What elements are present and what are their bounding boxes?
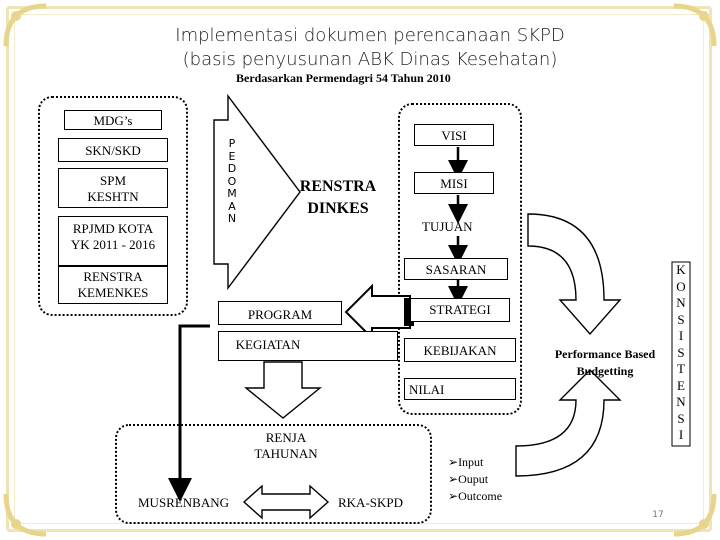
misi-box: MISI xyxy=(414,172,494,194)
visi-box: VISI xyxy=(414,124,494,146)
decorative-frame xyxy=(6,6,712,532)
corner-ornament-icon xyxy=(673,3,717,47)
renstra-dinkes-label: RENSTRA DINKES xyxy=(299,178,377,217)
nilai-box: NILAI xyxy=(404,378,516,400)
performance-based-budgetting-label: Performance Based Budgetting xyxy=(554,347,656,378)
musrenbang-label: MUSRENBANG xyxy=(138,495,230,510)
list-item: ➢Outcome xyxy=(448,489,503,503)
kegiatan-to-renja-arrow xyxy=(244,361,322,419)
corner-ornament-icon xyxy=(3,493,47,537)
pedoman-arrow xyxy=(213,93,301,291)
renja-tahunan-label: RENJA TAHUNAN xyxy=(254,430,318,461)
list-item: ➢Ouput xyxy=(448,472,489,486)
page-number: 17 xyxy=(652,510,664,520)
curve-arrow-down xyxy=(527,213,622,336)
rpjmd-box: RPJMD KOTA YK 2011 - 2016 xyxy=(58,216,168,266)
program-box: PROGRAM xyxy=(218,301,342,325)
sasaran-box: SASARAN xyxy=(404,258,508,280)
kegiatan-box: KEGIATAN xyxy=(218,331,398,361)
page-title-line2: (basis penyusunan ABK Dinas Kesehatan) xyxy=(182,49,558,70)
right-planning-group xyxy=(398,103,522,415)
page-title: Implementasi dokumen perencanaan SKPD xyxy=(175,25,565,46)
musrenbang-rka-double-arrow xyxy=(242,484,330,520)
renstra-kemenkes-box: RENSTRA KEMENKES xyxy=(58,266,168,304)
list-item: ➢Input xyxy=(448,455,484,469)
left-source-group xyxy=(38,96,188,316)
strategi-to-program-arrow xyxy=(344,283,411,341)
corner-ornament-icon xyxy=(3,3,47,47)
mdgs-box: MDG’s xyxy=(64,110,162,130)
curve-arrow-up xyxy=(515,369,622,477)
corner-ornament-icon xyxy=(673,493,717,537)
bottom-budget-group xyxy=(115,424,432,524)
strategi-box: STRATEGI xyxy=(410,298,510,322)
tujuan-label: TUJUAN xyxy=(422,219,473,234)
output-list: ➢Input ➢Ouput ➢Outcome xyxy=(448,454,528,505)
kebijakan-box: KEBIJAKAN xyxy=(404,338,516,362)
rka-skpd-label: RKA-SKPD xyxy=(338,495,404,510)
page-subtitle: Berdasarkan Permendagri 54 Tahun 2010 xyxy=(236,71,451,85)
spm-box: SPM KESHTN xyxy=(58,168,168,208)
skn-box: SKN/SKD xyxy=(58,138,168,162)
